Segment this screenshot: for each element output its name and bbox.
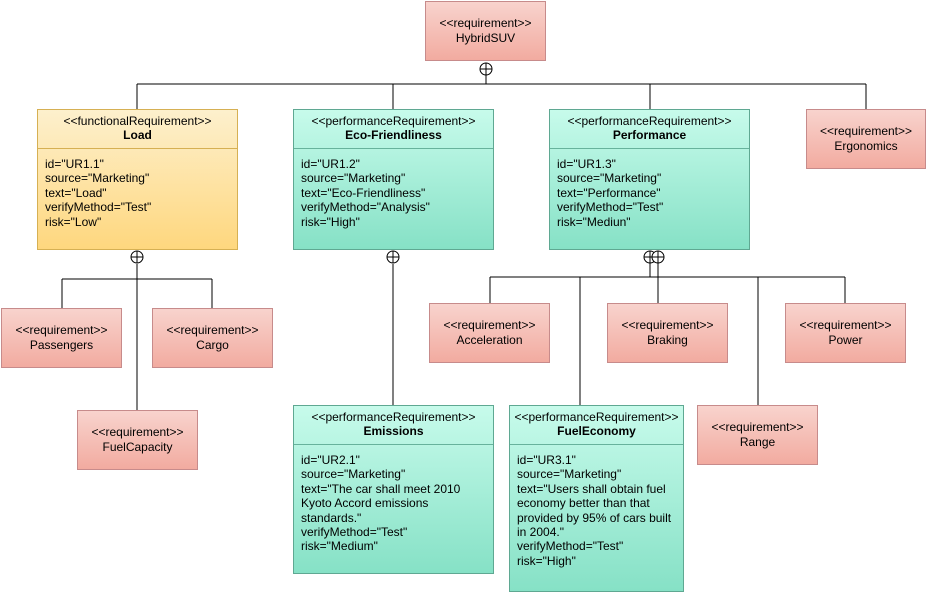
requirement-hybridsuv[interactable]: <<requirement>> HybridSUV	[425, 1, 546, 61]
attribute-text: text="The car shall meet 2010 Kyoto Acco…	[301, 481, 464, 525]
requirement-name: FuelEconomy	[557, 424, 636, 438]
containment-icon-load	[130, 250, 144, 264]
compartment-divider	[294, 148, 493, 149]
stereotype-label: <<performanceRequirement>>	[514, 410, 679, 424]
requirement-performance[interactable]: <<performanceRequirement>> Performance i…	[549, 109, 750, 250]
compartment-divider	[550, 148, 749, 149]
requirement-power[interactable]: <<requirement>> Power	[785, 303, 906, 363]
attribute-list: id="UR2.1" source="Marketing" text="The …	[294, 445, 493, 554]
attribute-verify-method: verifyMethod="Test"	[301, 525, 408, 540]
containment-icon-root	[479, 62, 493, 76]
stereotype-label: <<requirement>>	[166, 323, 259, 337]
requirement-name: Eco-Friendliness	[345, 128, 442, 142]
containment-icon-performance-b	[651, 250, 665, 264]
compartment-divider	[510, 444, 683, 445]
requirement-emissions[interactable]: <<performanceRequirement>> Emissions id=…	[293, 405, 494, 574]
attribute-risk: risk="Low"	[45, 214, 102, 229]
compartment-divider	[294, 444, 493, 445]
stereotype-label: <<requirement>>	[711, 420, 804, 434]
attribute-id: id="UR2.1"	[301, 453, 360, 467]
attribute-id: id="UR1.2"	[301, 157, 360, 171]
stereotype-label: <<requirement>>	[621, 318, 714, 332]
requirement-load[interactable]: <<functionalRequirement>> Load id="UR1.1…	[37, 109, 238, 250]
attribute-text: text="Eco-Friendliness"	[301, 185, 426, 200]
stereotype-label: <<performanceRequirement>>	[311, 114, 476, 128]
requirement-name: HybridSUV	[455, 31, 516, 45]
requirement-name: Performance	[612, 128, 687, 142]
stereotype-label: <<performanceRequirement>>	[311, 410, 476, 424]
requirement-name: Power	[828, 333, 863, 347]
attribute-risk: risk="High"	[301, 214, 360, 229]
attribute-verify-method: verifyMethod="Test"	[517, 539, 624, 554]
requirement-cargo[interactable]: <<requirement>> Cargo	[152, 308, 273, 368]
attribute-id: id="UR1.1"	[45, 157, 104, 171]
requirement-name: Braking	[647, 333, 688, 347]
attribute-list: id="UR3.1" source="Marketing" text="User…	[510, 445, 683, 568]
attribute-risk: risk="Medium"	[301, 539, 378, 554]
requirement-name: Cargo	[196, 338, 229, 352]
stereotype-label: <<requirement>>	[443, 318, 536, 332]
requirement-fuelcapacity[interactable]: <<requirement>> FuelCapacity	[77, 410, 198, 470]
attribute-text: text="Load"	[45, 185, 107, 200]
attribute-id: id="UR1.3"	[557, 157, 616, 171]
attribute-list: id="UR1.2" source="Marketing" text="Eco-…	[294, 149, 493, 229]
compartment-divider	[38, 148, 237, 149]
requirement-name: FuelCapacity	[102, 440, 173, 454]
requirement-header: <<performanceRequirement>> FuelEconomy	[510, 406, 683, 438]
stereotype-label: <<requirement>>	[799, 318, 892, 332]
attribute-risk: risk="High"	[517, 553, 576, 568]
requirement-range[interactable]: <<requirement>> Range	[697, 405, 818, 465]
attribute-text: text="Users shall obtain fuel economy be…	[517, 481, 675, 540]
attribute-verify-method: verifyMethod="Test"	[45, 200, 152, 215]
attribute-source: source="Marketing"	[301, 171, 406, 186]
attribute-risk: risk="Mediun"	[557, 214, 631, 229]
attribute-verify-method: verifyMethod="Analysis"	[301, 200, 430, 215]
requirement-name: Emissions	[363, 424, 424, 438]
requirement-header: <<performanceRequirement>> Emissions	[294, 406, 493, 438]
attribute-id: id="UR3.1"	[517, 453, 576, 467]
requirement-name: Ergonomics	[834, 139, 898, 153]
stereotype-label: <<requirement>>	[15, 323, 108, 337]
requirement-braking[interactable]: <<requirement>> Braking	[607, 303, 728, 363]
requirement-fueleconomy[interactable]: <<performanceRequirement>> FuelEconomy i…	[509, 405, 684, 592]
attribute-list: id="UR1.1" source="Marketing" text="Load…	[38, 149, 237, 229]
stereotype-label: <<functionalRequirement>>	[63, 114, 212, 128]
requirement-name: Passengers	[29, 338, 94, 352]
attribute-source: source="Marketing"	[557, 171, 662, 186]
attribute-source: source="Marketing"	[301, 467, 406, 482]
requirement-header: <<performanceRequirement>> Performance	[550, 110, 749, 142]
requirement-header: <<performanceRequirement>> Eco-Friendlin…	[294, 110, 493, 142]
requirement-name: Acceleration	[456, 333, 523, 347]
attribute-source: source="Marketing"	[45, 171, 150, 186]
requirement-name: Range	[739, 435, 776, 449]
requirement-passengers[interactable]: <<requirement>> Passengers	[1, 308, 122, 368]
stereotype-label: <<requirement>>	[439, 16, 532, 30]
attribute-list: id="UR1.3" source="Marketing" text="Perf…	[550, 149, 749, 229]
requirement-header: <<functionalRequirement>> Load	[38, 110, 237, 142]
requirement-eco-friendliness[interactable]: <<performanceRequirement>> Eco-Friendlin…	[293, 109, 494, 250]
containment-icon-eco	[386, 250, 400, 264]
requirement-ergonomics[interactable]: <<requirement>> Ergonomics	[806, 109, 926, 169]
attribute-text: text="Performance"	[557, 185, 661, 200]
stereotype-label: <<requirement>>	[819, 124, 913, 138]
attribute-verify-method: verifyMethod="Test"	[557, 200, 664, 215]
stereotype-label: <<requirement>>	[91, 425, 184, 439]
requirement-acceleration[interactable]: <<requirement>> Acceleration	[429, 303, 550, 363]
attribute-source: source="Marketing"	[517, 467, 622, 482]
stereotype-label: <<performanceRequirement>>	[567, 114, 732, 128]
requirement-name: Load	[123, 128, 152, 142]
